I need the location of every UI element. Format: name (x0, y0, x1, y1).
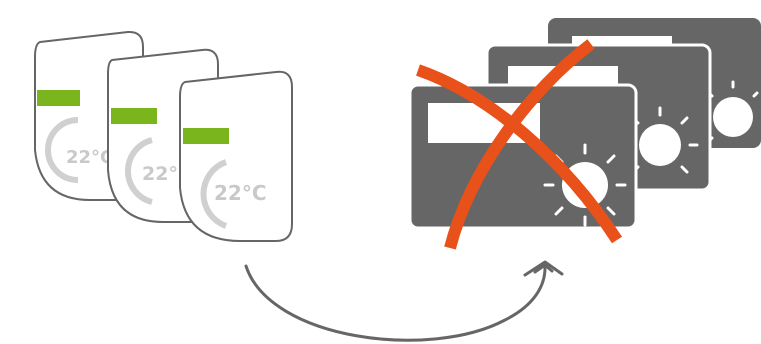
sensor-front: 22°C (180, 72, 292, 241)
sensor-temp-label: 22°C (214, 181, 267, 205)
curved-arrow-icon (246, 262, 562, 340)
sensor-temp-label: 22°C (66, 147, 113, 168)
